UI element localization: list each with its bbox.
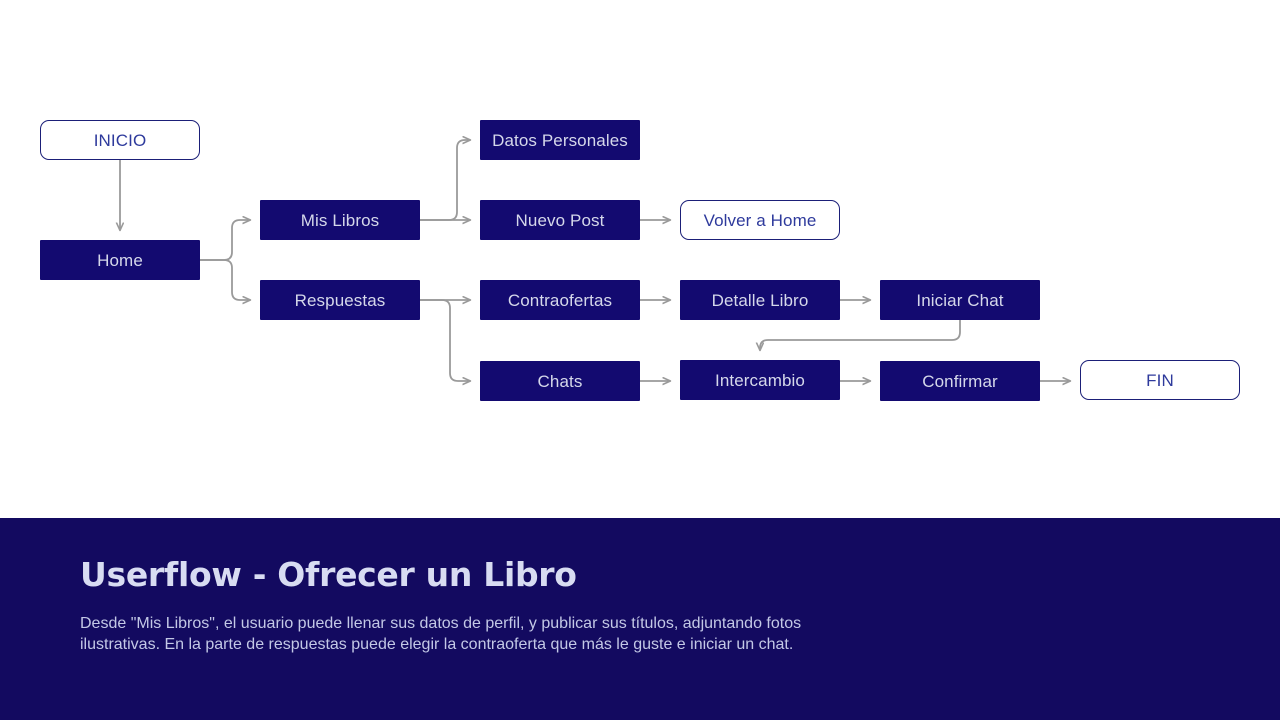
- node-fin[interactable]: FIN: [1080, 360, 1240, 400]
- node-label: Respuestas: [294, 290, 386, 310]
- node-chats[interactable]: Chats: [480, 361, 640, 401]
- node-label: Chats: [537, 371, 583, 391]
- node-iniciar-chat[interactable]: Iniciar Chat: [880, 280, 1040, 320]
- node-label: Mis Libros: [300, 210, 380, 230]
- node-label: Iniciar Chat: [916, 290, 1004, 310]
- node-label: Home: [97, 250, 143, 270]
- node-datos-personales[interactable]: Datos Personales: [480, 120, 640, 160]
- node-inicio[interactable]: INICIO: [40, 120, 200, 160]
- node-home[interactable]: Home: [40, 240, 200, 280]
- node-label: INICIO: [93, 130, 147, 150]
- node-label: Detalle Libro: [711, 290, 809, 310]
- edge-home-mis-libros: [199, 220, 250, 261]
- node-label: Confirmar: [922, 371, 998, 391]
- flowchart-canvas: INICIO Home Mis Libros Respuestas Datos …: [40, 120, 1240, 401]
- node-label: Contraofertas: [507, 290, 613, 310]
- footer-caption-band: Userflow - Ofrecer un Libro Desde "Mis L…: [0, 518, 1280, 720]
- node-label: Volver a Home: [703, 210, 817, 230]
- edge-respuestas-chats: [419, 299, 470, 381]
- edge-home-respuestas: [199, 259, 250, 300]
- node-intercambio[interactable]: Intercambio: [680, 360, 840, 400]
- footer-title: Userflow - Ofrecer un Libro: [80, 555, 577, 594]
- node-label: Intercambio: [715, 370, 805, 390]
- edge-mis-libros-datos-personales: [419, 140, 470, 221]
- node-volver-a-home[interactable]: Volver a Home: [680, 200, 840, 240]
- node-mis-libros[interactable]: Mis Libros: [260, 200, 420, 240]
- node-detalle-libro[interactable]: Detalle Libro: [680, 280, 840, 320]
- node-label: Nuevo Post: [515, 210, 605, 230]
- node-label: FIN: [1146, 370, 1174, 390]
- node-confirmar[interactable]: Confirmar: [880, 361, 1040, 401]
- footer-description: Desde "Mis Libros", el usuario puede lle…: [80, 614, 802, 653]
- node-respuestas[interactable]: Respuestas: [260, 280, 420, 320]
- node-contraofertas[interactable]: Contraofertas: [480, 280, 640, 320]
- node-label: Datos Personales: [492, 130, 628, 150]
- edge-iniciar-chat-intercambio: [760, 319, 961, 350]
- node-nuevo-post[interactable]: Nuevo Post: [480, 200, 640, 240]
